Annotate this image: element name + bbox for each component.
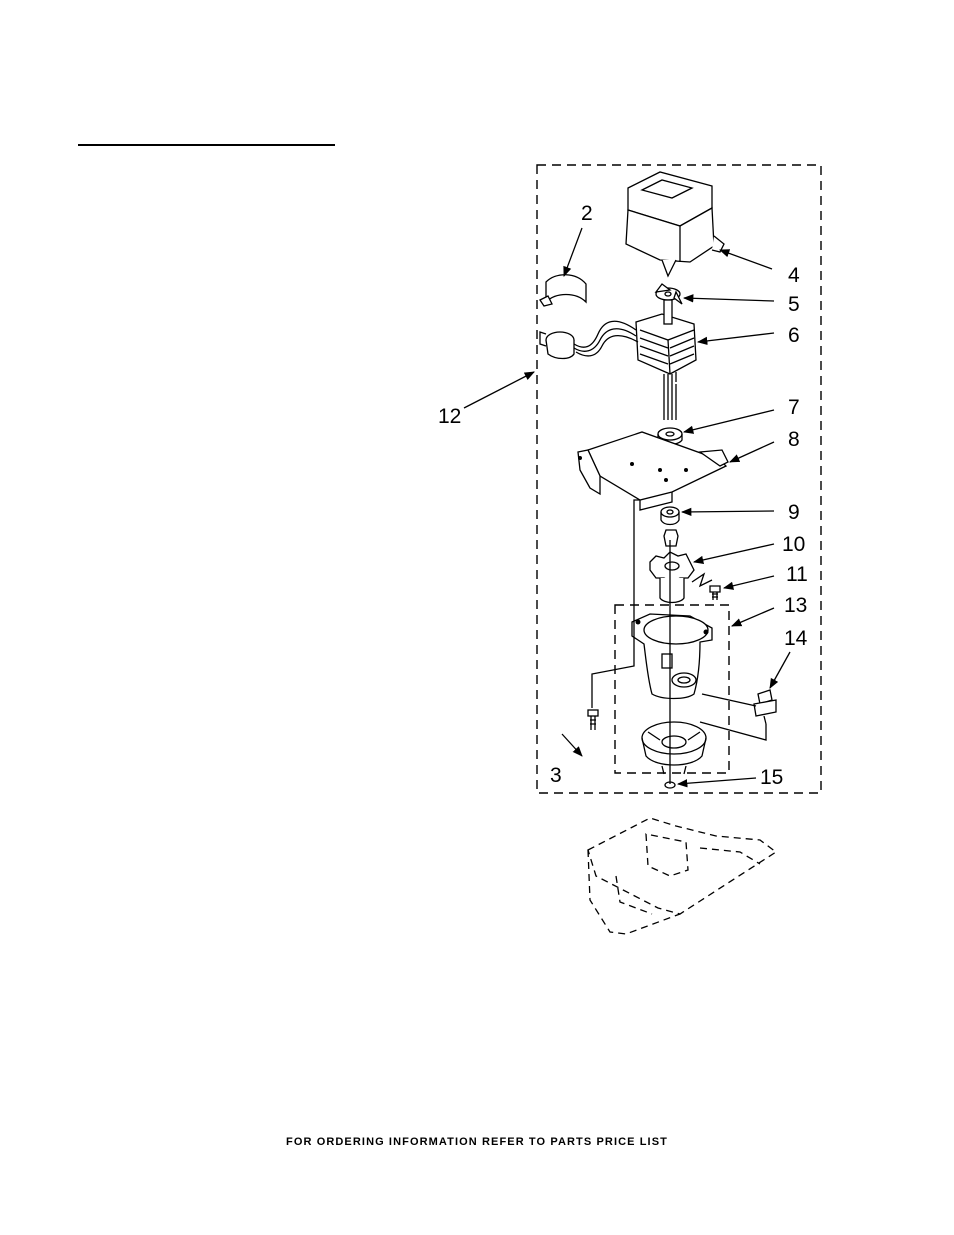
callout-7: 7 xyxy=(788,396,800,419)
part-13-housing xyxy=(631,613,713,700)
callout-15: 15 xyxy=(760,766,783,789)
footer-note: FOR ORDERING INFORMATION REFER TO PARTS … xyxy=(286,1136,668,1148)
callout-11: 11 xyxy=(786,563,808,586)
leader-13 xyxy=(731,607,775,627)
callout-12: 12 xyxy=(438,405,461,428)
part-9-bushing xyxy=(660,506,680,547)
assembly-12-boundary xyxy=(536,164,822,794)
callout-4: 4 xyxy=(788,264,800,287)
leader-4 xyxy=(719,249,773,270)
callout-14: 14 xyxy=(784,627,808,650)
part-11-screw xyxy=(691,572,721,600)
leader-12 xyxy=(463,371,535,409)
assembly-13-boundary xyxy=(614,604,730,774)
callout-3: 3 xyxy=(550,764,562,787)
leader-2 xyxy=(563,227,583,277)
part-bottom-cup xyxy=(641,721,707,775)
callout-5: 5 xyxy=(788,293,800,316)
leader-5 xyxy=(682,294,775,303)
callout-8: 8 xyxy=(788,428,800,451)
callout-6: 6 xyxy=(788,324,800,347)
leader-7 xyxy=(682,409,775,434)
part-14-sensor xyxy=(699,689,777,741)
leader-6 xyxy=(696,332,775,346)
part-7-washer xyxy=(657,427,683,446)
callout-13: 13 xyxy=(784,594,807,617)
callout-9: 9 xyxy=(788,501,800,524)
leader-14 xyxy=(769,651,791,689)
part-8-bracket xyxy=(577,431,729,511)
leader-11 xyxy=(722,575,775,590)
part-6-motor xyxy=(573,299,697,420)
part-10-cam xyxy=(649,551,695,604)
leader-15 xyxy=(676,777,757,788)
leader-10 xyxy=(692,543,775,565)
callout-2: 2 xyxy=(581,202,593,225)
reference-frame xyxy=(587,817,778,935)
callout-10: 10 xyxy=(782,533,805,556)
leader-3 xyxy=(561,733,583,757)
part-4-motor-cover xyxy=(625,171,725,278)
leader-8 xyxy=(729,441,775,463)
leader-9 xyxy=(680,507,775,517)
part-2-connector-clip xyxy=(539,274,587,360)
part-3-screw xyxy=(587,709,599,730)
